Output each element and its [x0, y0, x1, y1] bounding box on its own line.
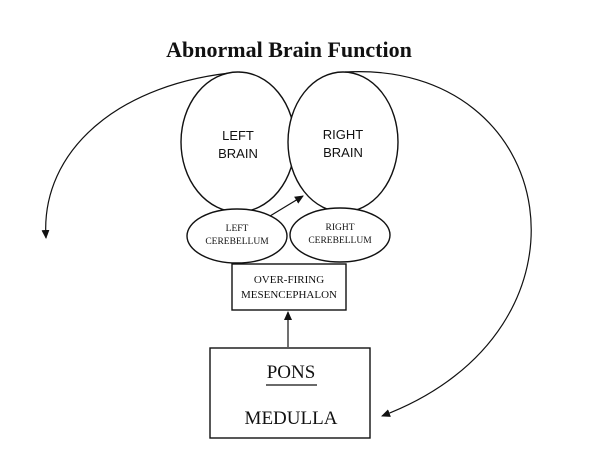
- right-cerebellum-ellipse: [289, 207, 391, 263]
- left-cerebellum-label-line2: CEREBELLUM: [205, 237, 269, 247]
- brainstem-node: PONS MEDULLA: [209, 347, 371, 439]
- left-brain-node: LEFT BRAIN: [180, 71, 296, 213]
- mesencephalon-label-line2: MESENCEPHALON: [241, 289, 337, 301]
- cerebellum-to-right-brain-arrow: [269, 195, 304, 217]
- right-cerebellum-label-line2: CEREBELLUM: [308, 236, 372, 246]
- right-brain-label-line2: BRAIN: [323, 145, 363, 160]
- medulla-label: MEDULLA: [245, 408, 338, 429]
- right-brain-node: RIGHT BRAIN: [287, 71, 399, 213]
- left-brain-label-line2: BRAIN: [218, 146, 258, 161]
- pons-label: PONS: [267, 362, 316, 383]
- left-cerebellum-label-line1: LEFT: [226, 224, 249, 234]
- right-feedback-arrow: [344, 71, 532, 417]
- right-brain-ellipse: [287, 71, 399, 213]
- mesencephalon-node: OVER-FIRING MESENCEPHALON: [231, 263, 347, 311]
- mesencephalon-box: [231, 263, 347, 311]
- right-cerebellum-label-line1: RIGHT: [325, 223, 354, 233]
- mesencephalon-label-line1: OVER-FIRING: [254, 274, 324, 286]
- brainstem-box: [209, 347, 371, 439]
- left-feedback-arrow: [41, 71, 241, 239]
- left-cerebellum-ellipse: [186, 208, 288, 264]
- left-brain-label-line1: LEFT: [222, 128, 254, 143]
- left-cerebellum-node: LEFT CEREBELLUM: [186, 208, 288, 264]
- right-cerebellum-node: RIGHT CEREBELLUM: [289, 207, 391, 263]
- right-brain-label-line1: RIGHT: [323, 127, 364, 142]
- diagram-title: Abnormal Brain Function: [166, 37, 412, 62]
